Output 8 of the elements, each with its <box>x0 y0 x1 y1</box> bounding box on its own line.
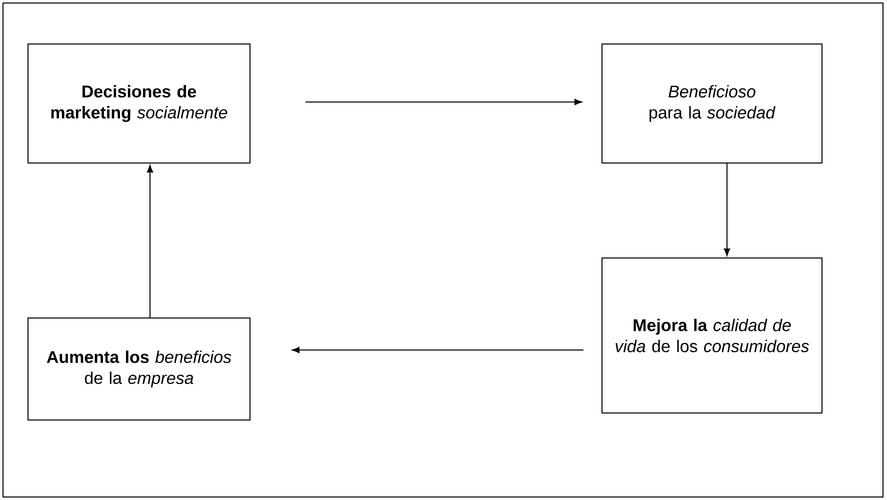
arrow <box>724 163 730 256</box>
arrow <box>146 165 154 318</box>
process-box: Decisiones de marketing socialmente <box>28 44 250 164</box>
process-box: Mejora la calidad de vida de los consumidores <box>602 258 822 414</box>
process-box: Beneficioso para la sociedad <box>602 44 822 164</box>
arrow <box>305 98 582 106</box>
process-box: Aumenta los beneficios de la empresa <box>28 318 250 420</box>
arrow <box>292 346 584 354</box>
